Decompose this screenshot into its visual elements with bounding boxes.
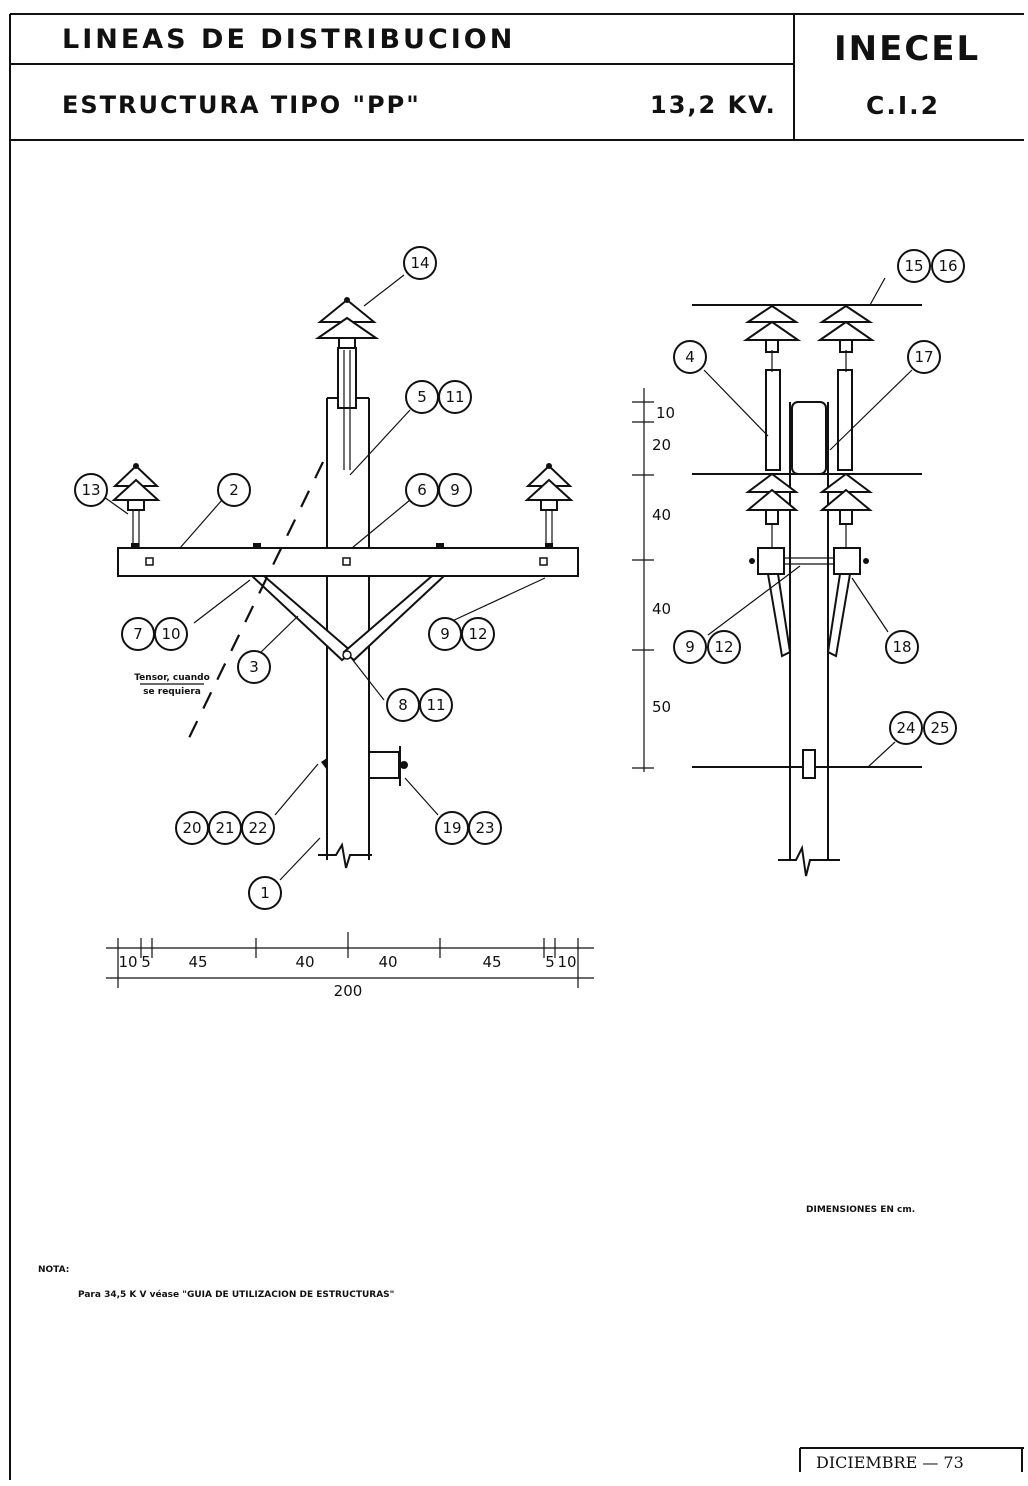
svg-text:10: 10 [161, 625, 180, 643]
crossarm-end-left [757, 547, 785, 575]
callout-6-9: 6 9 [405, 473, 472, 507]
units-note: DIMENSIONES EN cm. [806, 1205, 915, 1215]
svg-text:20: 20 [182, 819, 201, 837]
svg-text:12: 12 [468, 625, 487, 643]
crossarm-end-right [833, 547, 861, 575]
svg-text:15: 15 [904, 257, 923, 275]
nota-text: Para 34,5 K V véase "GUIA DE UTILIZACION… [78, 1289, 394, 1300]
svg-text:11: 11 [426, 696, 445, 714]
svg-text:3: 3 [249, 658, 259, 676]
svg-text:18: 18 [892, 638, 911, 656]
side-brace-right [826, 573, 852, 658]
callout-side-9-12: 9 12 [673, 630, 741, 664]
callout-8-11: 8 11 [386, 688, 453, 722]
svg-text:21: 21 [215, 819, 234, 837]
svg-text:24: 24 [896, 719, 915, 737]
org-name: INECEL [834, 29, 980, 69]
callout-15-16: 15 16 [897, 249, 965, 283]
drawing-code: C.I.2 [866, 91, 940, 120]
callout-9-12: 9 12 [428, 617, 495, 651]
date-box: DICIEMBRE — 73 [799, 1447, 1024, 1472]
callout-7-10: 7 10 [121, 617, 188, 651]
callout-18: 18 [885, 630, 919, 664]
svg-text:9: 9 [440, 625, 450, 643]
svg-text:11: 11 [445, 388, 464, 406]
svg-text:19: 19 [442, 819, 461, 837]
dim-40-right: 40 [378, 953, 397, 971]
pole-break-symbol [318, 842, 372, 869]
callout-1: 1 [248, 876, 282, 910]
tensor-guy-dashed [187, 461, 324, 741]
voltage-label: 13,2 KV. [650, 91, 777, 119]
vdim-10: 10 [656, 404, 675, 422]
dim-45-left: 45 [188, 953, 207, 971]
svg-text:13: 13 [81, 481, 100, 499]
dim-10-left: 10 [118, 953, 137, 971]
top-pin [337, 347, 357, 409]
callout-20-21-22: 20 21 22 [175, 811, 275, 845]
date-label: DICIEMBRE — 73 [816, 1453, 964, 1472]
svg-text:2: 2 [229, 481, 239, 499]
structure-title: ESTRUCTURA TIPO "PP" [62, 91, 421, 119]
callout-19-23: 19 23 [435, 811, 502, 845]
svg-text:1: 1 [260, 884, 270, 902]
callout-3: 3 [237, 650, 271, 684]
svg-text:6: 6 [417, 481, 427, 499]
svg-text:12: 12 [714, 638, 733, 656]
svg-text:7: 7 [133, 625, 143, 643]
svg-text:Tensor, cuando: Tensor, cuando [134, 673, 210, 683]
svg-text:se requiera: se requiera [143, 687, 201, 697]
svg-text:8: 8 [398, 696, 408, 714]
callout-13: 13 [74, 473, 108, 507]
callout-24-25: 24 25 [889, 711, 957, 745]
tensor-note: Tensor, cuando se requiera [134, 673, 210, 697]
dim-total: 200 [334, 982, 363, 1000]
series-title: LINEAS DE DISTRIBUCION [62, 24, 515, 55]
svg-text:23: 23 [475, 819, 494, 837]
svg-text:5: 5 [417, 388, 427, 406]
upper-pin-right [837, 369, 853, 471]
brace-right [342, 575, 447, 662]
callout-2: 2 [217, 473, 251, 507]
callout-4: 4 [673, 340, 707, 374]
svg-text:9: 9 [685, 638, 695, 656]
vdim-40b: 40 [652, 600, 671, 618]
callout-14: 14 [403, 246, 437, 280]
dim-10-right: 10 [557, 953, 576, 971]
svg-text:16: 16 [938, 257, 957, 275]
dim-45-right: 45 [482, 953, 501, 971]
vdim-50: 50 [652, 698, 671, 716]
side-view: 10 20 40 40 50 [632, 249, 965, 877]
svg-text:9: 9 [450, 481, 460, 499]
neutral-clamp [802, 749, 816, 779]
ground-clamp [321, 758, 327, 770]
front-view: 14 5 11 13 2 6 9 7 10 9 [74, 246, 579, 910]
vdim-20: 20 [652, 436, 671, 454]
horizontal-dimension: 10 5 45 40 40 45 5 10 200 [106, 932, 594, 1000]
svg-text:17: 17 [914, 348, 933, 366]
svg-text:14: 14 [410, 254, 429, 272]
svg-text:22: 22 [248, 819, 267, 837]
brace-left [249, 575, 354, 662]
dim-5-right: 5 [545, 953, 555, 971]
upper-pin-left [765, 369, 781, 471]
vdim-40a: 40 [652, 506, 671, 524]
callout-5-11: 5 11 [405, 380, 472, 414]
title-block: LINEAS DE DISTRIBUCION ESTRUCTURA TIPO "… [9, 13, 1024, 1480]
nota-label: NOTA: [38, 1265, 69, 1275]
callout-17: 17 [907, 340, 941, 374]
dim-5-left: 5 [141, 953, 151, 971]
crossarm [117, 547, 579, 577]
dim-40-left: 40 [295, 953, 314, 971]
svg-text:25: 25 [930, 719, 949, 737]
ground-bracket [368, 751, 400, 779]
side-brace-left [766, 573, 792, 658]
svg-text:4: 4 [685, 348, 695, 366]
pole-top-side [791, 401, 827, 475]
